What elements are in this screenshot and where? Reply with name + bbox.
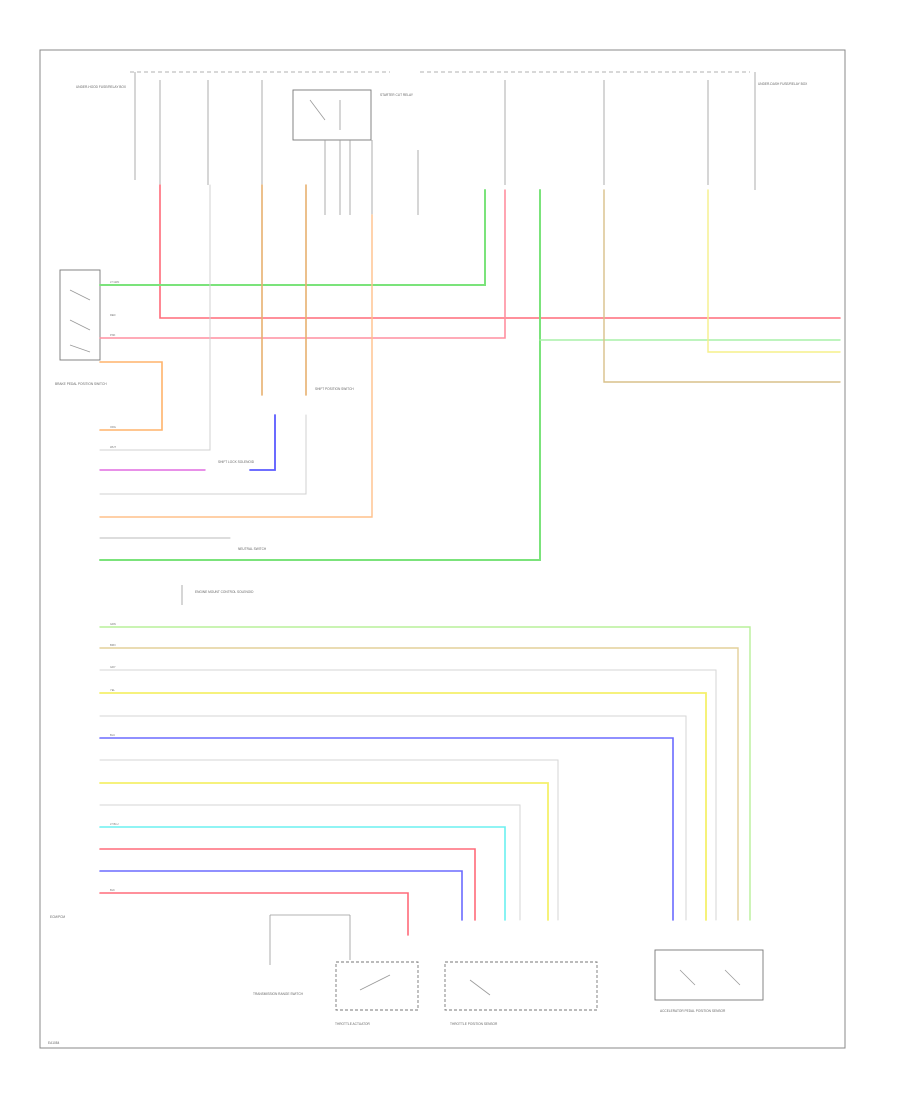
wire-group [99, 184, 841, 936]
wire-label-pnk: PNK [110, 333, 116, 337]
top-fuse-bus [130, 71, 756, 190]
bottom-components [335, 949, 764, 1011]
throttle-sensor-label: THROTTLE POSITION SENSOR [450, 1022, 498, 1026]
stub-lines [181, 585, 351, 965]
wire-label-blk: BLK [110, 888, 115, 892]
shift-lock-solenoid-label: SHIFT LOCK SOLENOID [218, 460, 255, 464]
under-hood-fuse-label: UNDER-HOOD FUSE/RELAY BOX [76, 85, 127, 89]
neutral-switch-label: NEUTRAL SWITCH [238, 547, 267, 551]
engine-mount-solenoid-label: ENGINE MOUNT CONTROL SOLENOID [195, 590, 254, 594]
shift-position-switch-label: SHIFT POSITION SWITCH [315, 387, 354, 391]
wire-label-red: RED [110, 313, 116, 317]
wire-label-grn: GRN [110, 622, 116, 626]
accelerator-pedal-sensor-label: ACCELERATOR PEDAL POSITION SENSOR [660, 1009, 726, 1013]
fuse-drops [159, 80, 709, 215]
diagram-frame [39, 49, 846, 1049]
wire-label-gry: GRY [110, 665, 116, 669]
throttle-actuator-label: THROTTLE ACTUATOR [335, 1022, 370, 1026]
brake-switch-box [59, 269, 101, 361]
wire-label-org: ORG [110, 425, 116, 429]
starter-cut-relay-box [292, 89, 373, 215]
wire-label-yel: YEL [110, 688, 115, 692]
wire-label-wht: WHT [110, 445, 116, 449]
wire-label-brn: BRN [110, 643, 116, 647]
ecm-pcm-label: ECM/PCM [50, 915, 65, 919]
brake-pedal-switch-label: BRAKE PEDAL POSITION SWITCH [55, 382, 107, 386]
wire-label-lt-grn: LT GRN [110, 280, 119, 284]
under-dash-fuse-label: UNDER-DASH FUSE/RELAY BOX [758, 82, 808, 86]
transmission-range-switch-label: TRANSMISSION RANGE SWITCH [253, 992, 304, 996]
starter-cut-relay-label: STARTER CUT RELAY [380, 93, 414, 97]
footer-code: EA1084 [48, 1041, 60, 1045]
wire-label-blu: BLU [110, 733, 115, 737]
wire-label-lt-blu: LT BLU [110, 822, 119, 826]
